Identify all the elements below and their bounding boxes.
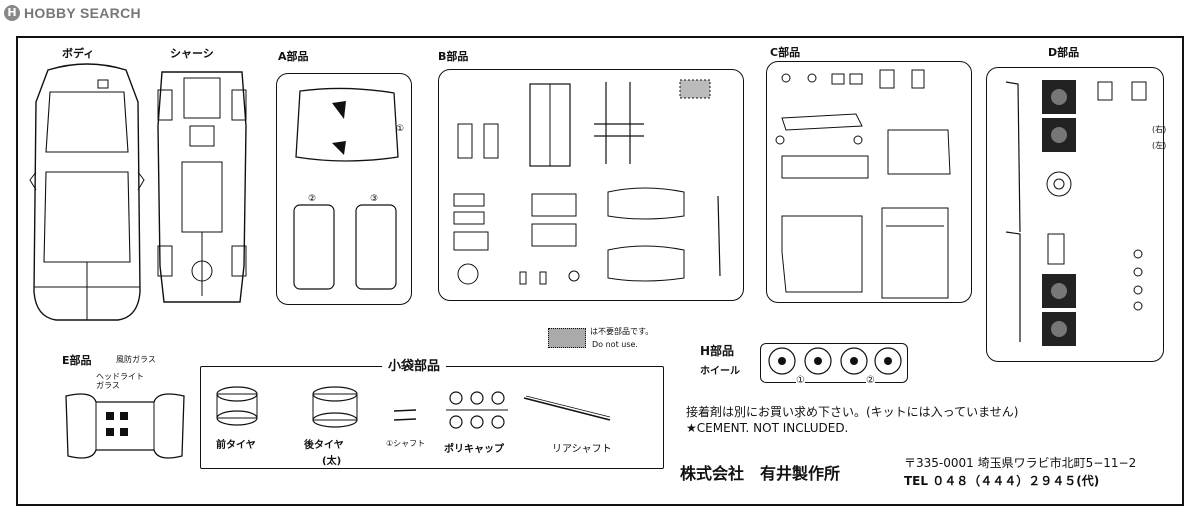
cement-notice-jp: 接着剤は別にお買い求め下さい。(キットには入っていません) [686,405,1019,419]
d-right-label: (右) [1152,125,1167,134]
front-tire-label: 前タイヤ [216,440,256,451]
a-parts-drawing: ① ② ③ [293,87,404,290]
d-parts-label: D部品 [1048,46,1080,59]
b-parts-runner [438,69,744,301]
polycap-label: ポリキャップ [444,444,504,455]
svg-text:②: ② [308,194,316,204]
shaft-drawing [393,409,417,421]
svg-text:③: ③ [370,194,378,204]
hobby-search-logo: H HOBBY SEARCH [4,4,141,22]
wheel-number-2: ② [866,375,875,386]
body-drawing [29,63,145,321]
small-bag-box [200,366,664,469]
rear-shaft-label: リアシャフト [552,444,612,455]
c-parts-drawing [775,69,951,299]
e-parts-drawing [65,393,185,459]
c-parts-runner [766,61,972,303]
headlight-glass-label: ヘッドライト ガラス [96,372,144,390]
logo-text: HOBBY SEARCH [24,5,141,21]
d-parts-drawing [1005,80,1147,346]
company-name: 株式会社 有井製作所 [680,464,841,483]
rear-tire-drawing [312,386,358,428]
svg-text:①: ① [396,124,404,134]
d-left-label: (左) [1152,141,1167,150]
company-address: 〒335-0001 埼玉県ワラビ市北町5−11−2 [904,456,1137,470]
e-parts-label: E部品 [62,354,92,367]
small-bag-label: 小袋部品 [382,355,447,374]
front-tire-drawing [216,386,258,426]
unused-legend-jp: は不要部品です。 [590,327,654,336]
chassis-label: シャーシ [170,47,214,60]
polycap-drawing [446,391,508,429]
shaft-label: ①シャフト [386,439,426,448]
rear-tire-label: 後タイヤ [304,440,344,451]
a-parts-label: A部品 [278,50,309,63]
wheel-label: ホイール [700,366,740,377]
c-parts-label: C部品 [770,46,801,59]
rear-shaft-drawing [523,395,611,421]
unused-part-swatch [548,328,586,348]
b-parts-label: B部品 [438,50,469,63]
wheel-number-1: ① [796,375,805,386]
cement-notice-en: ★CEMENT. NOT INCLUDED. [686,421,849,435]
chassis-drawing [157,71,247,303]
parts-sheet-frame [16,36,1184,506]
windshield-label: 風防ガラス [116,355,156,364]
body-label: ボディ [62,47,95,60]
unused-legend-en: Do not use. [592,340,638,349]
wheel-parts-drawing [768,347,902,375]
h-parts-label: H部品 [700,344,735,358]
logo-mark: H [4,5,20,21]
rear-tire-sub-label: (太) [322,456,342,467]
company-tel: TEL ０４８（４４４）２９４５(代) [904,474,1100,488]
b-parts-drawing [453,79,721,285]
